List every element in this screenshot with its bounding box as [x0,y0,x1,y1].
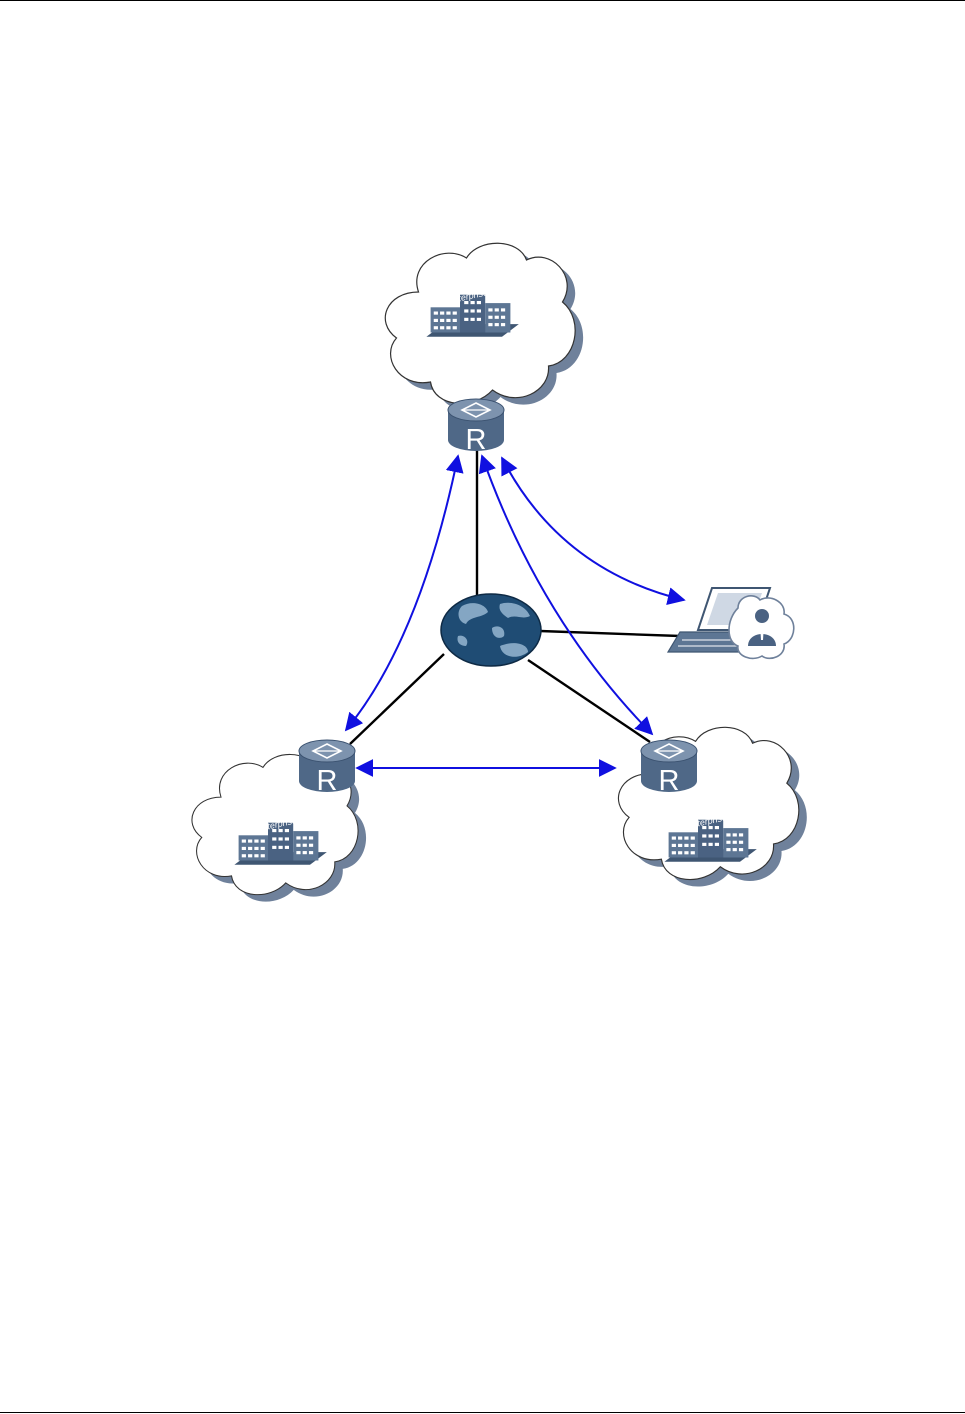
router-icon: R [448,399,504,456]
physical-links [350,450,680,744]
tunnel-arrow-top-bottom-left [346,456,458,730]
link-internet-to-bottom-right [528,660,650,742]
link-internet-to-laptop [540,631,680,636]
tunnel-arrow-top-laptop [502,458,684,600]
router-icon: R [299,740,355,797]
router-label: R [659,765,680,797]
router-icon: R [641,740,697,797]
router-label: R [317,765,338,797]
globe-icon [441,594,541,666]
link-internet-to-bottom-left [350,654,444,744]
tunnel-arrow-top-bottom-right [482,456,652,734]
user-icon [729,596,794,659]
router-label: R [466,424,487,456]
